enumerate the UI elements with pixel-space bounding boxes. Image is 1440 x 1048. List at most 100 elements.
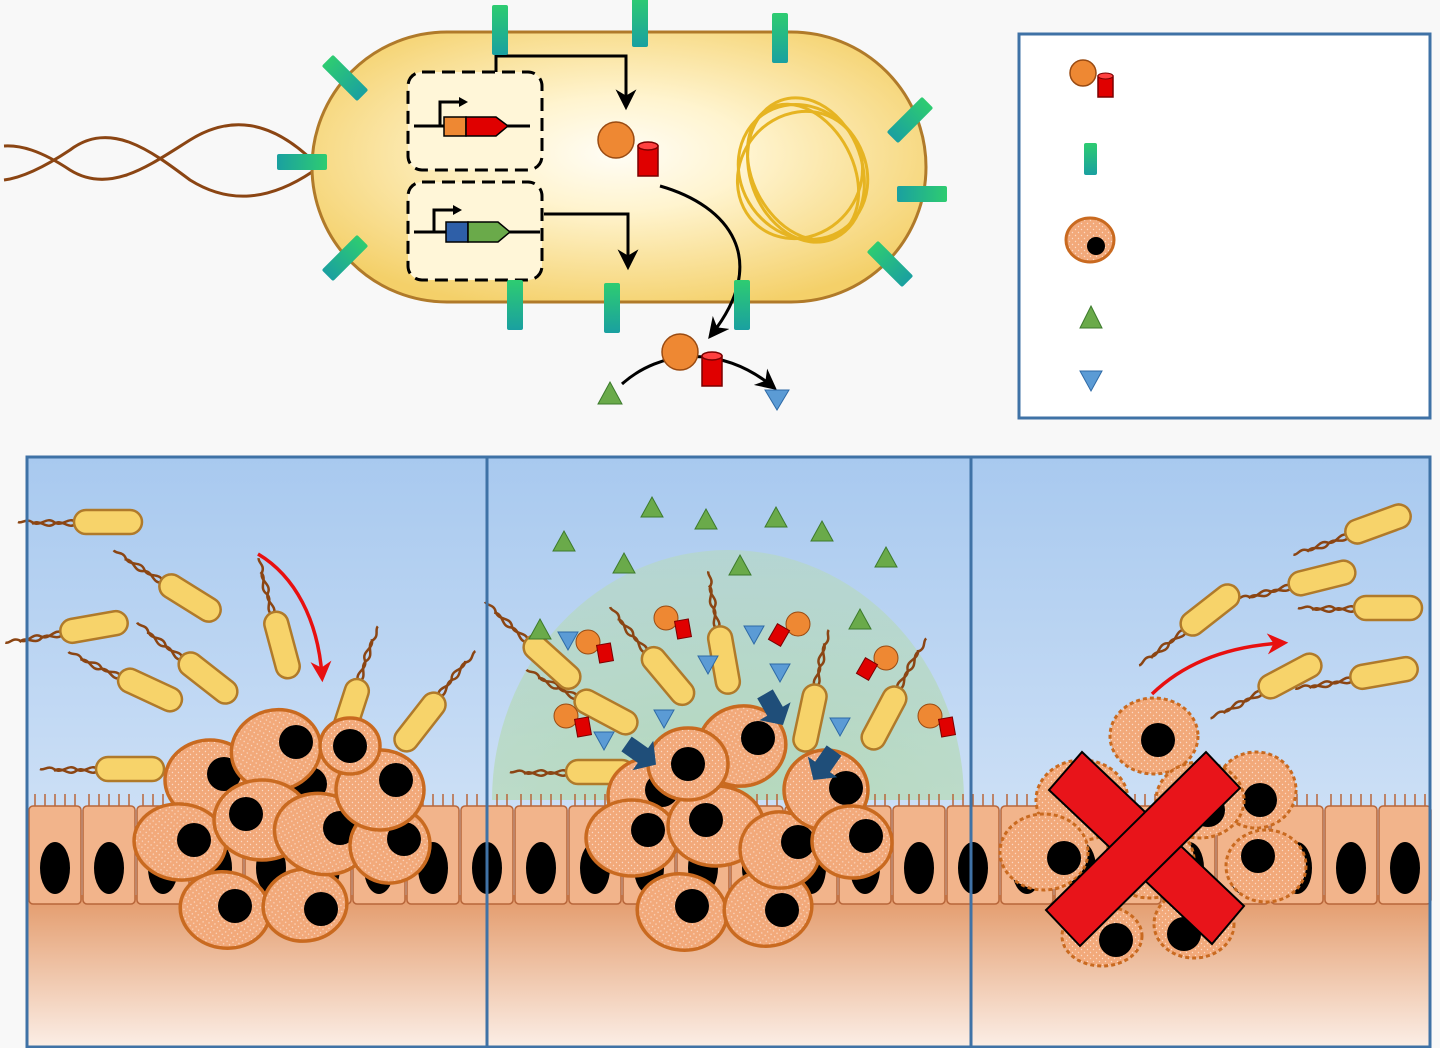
conversion-arrow [621,355,777,390]
epithelial-cell [946,794,1000,905]
enzyme-marker [917,703,957,738]
surface-protein-marker [507,280,523,330]
tumor-cell [318,716,382,776]
expression-arrow-enzyme [494,54,637,111]
engineered-bacterium [3,0,947,339]
epithelial-cell [28,794,82,905]
active-drug-marker [743,625,765,646]
bacterium [525,668,639,736]
bacterium [1295,655,1419,691]
prodrug-marker [728,553,752,576]
prodrug-marker [640,495,664,518]
bacterium [483,601,582,690]
surface-protein-marker [322,235,368,281]
tumor-cell [178,870,272,950]
bacterium [1297,594,1424,622]
prodrug-icon [1079,304,1103,329]
penetration-arrow [757,689,791,726]
homing-arrow [257,552,332,683]
surface-protein-icon [1084,143,1097,175]
secretion-arrow [659,184,742,339]
expression-arrow-surface [544,212,639,271]
gene-surface-coding-part [467,221,512,243]
gene-enzyme-coding-part [465,116,510,137]
plasmid-icon [735,96,870,244]
molecules-layer [528,495,957,781]
active-drug-icon [1079,370,1103,393]
bacterium-cell-body [310,30,928,304]
bacterium [393,649,477,753]
surface-protein-marker [492,5,508,55]
gene-surface-promoter-part [445,221,469,243]
prodrug-marker [848,607,872,630]
active-drug-marker [557,631,579,652]
panel-killing-frame [969,455,1432,1048]
tumor-cell [1224,828,1308,904]
enzyme-marker [767,611,811,647]
enzyme-marker [653,605,693,640]
enzyme-icon [1069,59,1114,98]
bacterium [1293,503,1412,557]
surface-protein-marker [887,97,933,143]
active-drug-marker [769,663,791,684]
surface-protein-group [277,0,947,333]
tumor-cell [584,798,680,878]
active-drug-marker [829,717,851,738]
epithelial-cell [82,794,136,905]
panel-frames [25,455,1432,1048]
epithelial-cell [892,794,946,905]
tumor-cell [738,810,822,890]
tumor-cell [635,872,729,952]
flagellum-strand-1 [3,123,314,181]
active-drug-marker [593,731,615,752]
departure-arrow [1150,633,1289,696]
extracellular-conversion [597,333,790,411]
bacterium [1138,583,1241,667]
penetration-arrow [807,745,842,781]
bacterium [5,609,129,645]
gene-cassette-enzyme [406,70,544,172]
surface-protein-marker [632,0,648,47]
enzyme-icon-secreted [661,333,723,387]
gene-cassette-surface-protein [406,180,544,282]
prodrug-icon-top [597,380,623,405]
flagellum-strand-2 [3,136,313,198]
tumor-cell [998,812,1090,892]
bacterium [135,621,239,705]
prodrug-marker [810,519,834,542]
surface-protein-marker [867,241,913,287]
bacterium [608,606,696,707]
surface-protein-marker [277,154,327,170]
epithelial-cell [1378,794,1432,905]
bacterium [1210,652,1323,720]
tumor-cell [261,867,349,943]
bacterium [792,629,830,753]
surface-protein-marker [734,280,750,330]
gene-enzyme-promoter-part [443,116,467,137]
penetration-arrow [621,736,657,771]
bacterium [1234,559,1357,602]
prodrug-marker [552,529,576,552]
enzyme-marker [553,703,593,738]
bacterium [112,549,222,623]
tumor-cell [810,804,894,880]
active-drug-marker [653,709,675,730]
surface-protein-marker [604,283,620,333]
prodrug-marker [528,617,552,640]
prodrug-marker [764,505,788,528]
tumor-cell [132,802,228,882]
bacterium [17,508,144,536]
tumor-cell [1108,696,1200,776]
bacterium [860,637,928,751]
enzyme-marker [575,629,615,664]
active-drug-marker [697,655,719,676]
epithelial-cell [514,794,568,905]
enzyme-marker [855,645,899,681]
prodrug-marker [694,507,718,530]
surface-protein-marker [897,186,947,202]
bacterium [67,651,184,713]
active-drug-icon-top [764,389,790,411]
surface-protein-marker [772,13,788,63]
tumor-cell-icon [1064,216,1116,264]
